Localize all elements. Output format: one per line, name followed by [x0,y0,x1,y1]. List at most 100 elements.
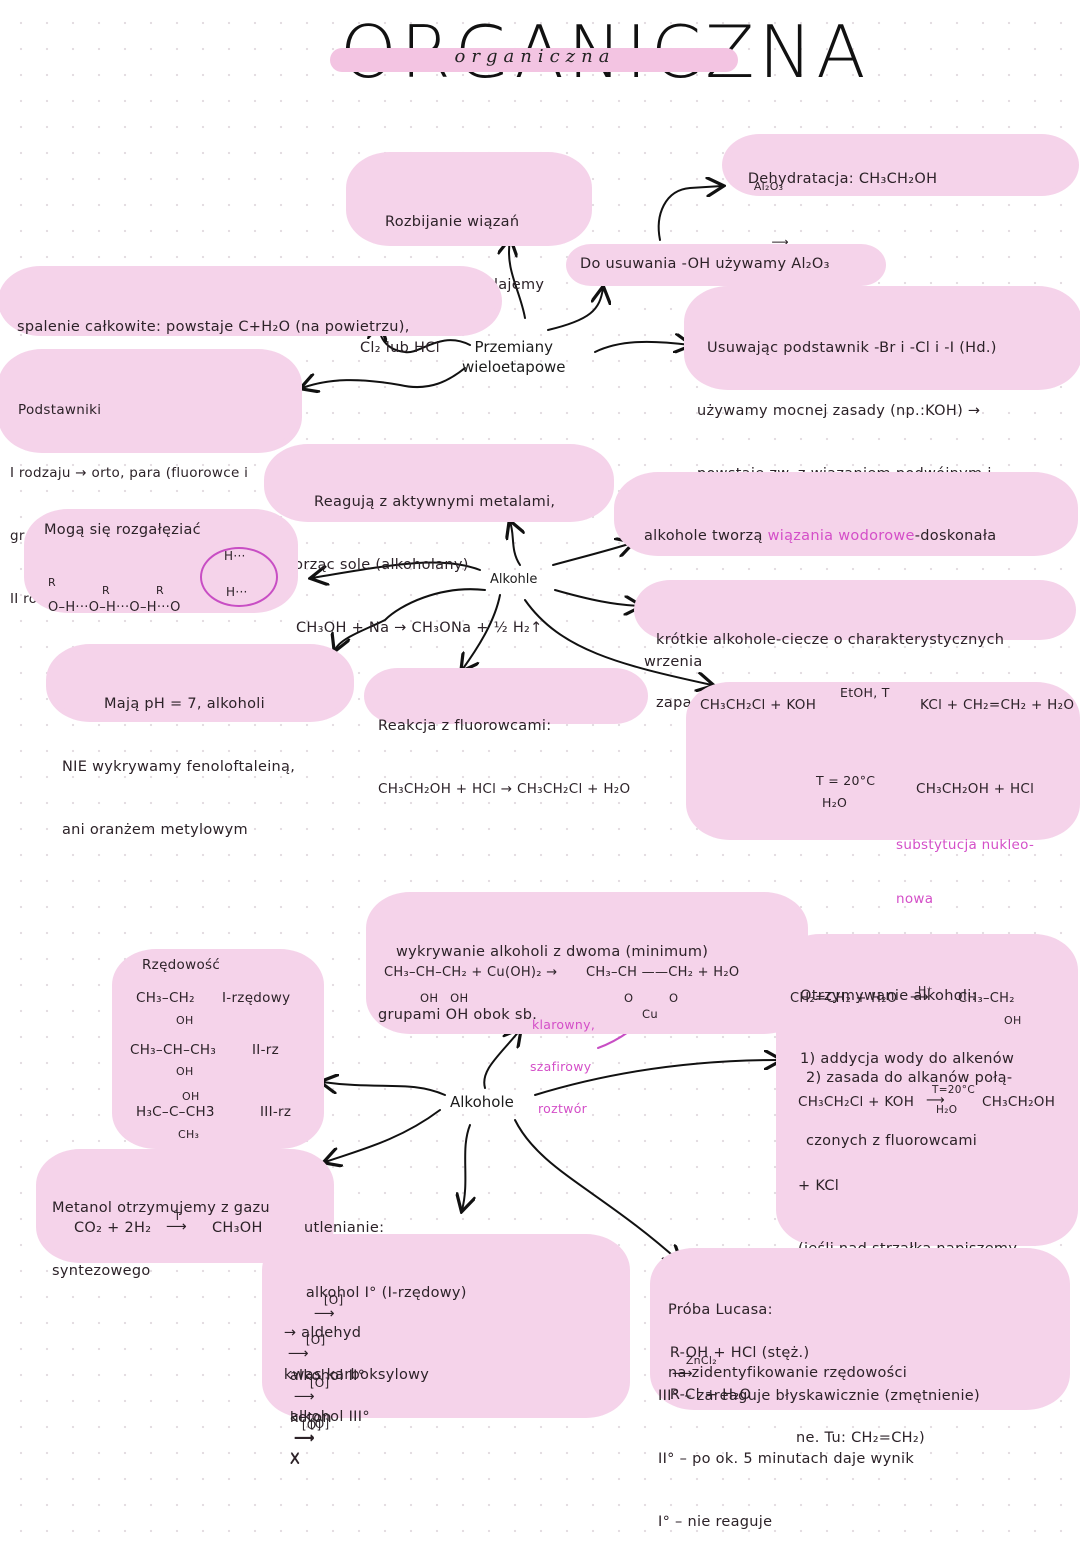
rzedowosc-label-2: II-rz [252,1042,279,1058]
highlight-term: wiązania wodorowe [767,528,915,544]
koh-reactants: CH₃CH₂Cl + KOH [700,697,817,713]
highlight-blob [690,292,1076,384]
rzedowosc-oh-2: OH [176,1065,194,1078]
highlight-blob [270,450,608,516]
highlight-blob [42,1155,328,1257]
utlenianie-row-4: alkohol III° [O]⟶ X [289,1409,370,1467]
note-line: I° – nie reaguje [658,1514,773,1530]
highlight-blob [4,355,296,447]
note-text: keton [289,1410,332,1426]
note-line: Usuwając podstawnik -Br i -Cl i -I (Hd.) [707,340,997,356]
note-line: Reagują z aktywnymi metalami, [314,494,556,510]
note-text: R-Cl + H₂O [669,1387,752,1403]
note-line: Cl₂ lub HCl [360,340,440,356]
note-line: ani oranżem metylowym [62,822,248,838]
oxidation-label: [O] [309,1417,330,1431]
highlight-blob [572,250,880,280]
metanol-eq-left: CO₂ + 2H₂ [74,1220,152,1236]
rzedowosc-title: Rzędowość [142,957,221,973]
note-maja-ph: Mają pH = 7, alkoholi NIE wykrywamy feno… [62,652,295,862]
catalyst-label: Al₂O₃ [753,180,784,193]
rzedowosc-formula-3: H₃C–C–CH3 [136,1104,215,1120]
note-substytucja: substytucja nukleo- nowa [896,800,1034,926]
highlight-circle [200,547,278,607]
note-line: wykrywanie alkoholi z dwoma (minimum) [396,944,709,960]
title-script: organiczna [454,46,616,67]
rzedowosc-label-3: III-rz [260,1104,292,1120]
koh-product-bottom: CH₃CH₂OH + HCl [916,781,1035,797]
note-line: (jeśli nad strzałką napiszemy [798,1241,1018,1257]
otrzymywanie-product: CH₃–CH₂ [958,991,1015,1006]
note-line: krótkie alkohole-ciecze o charakterystyc… [656,632,1005,648]
note-metanol: Metanol otrzymujemy z gazu syntezowego [52,1156,270,1303]
note-line: Podstawniki [18,402,102,418]
metanol-eq-cond: T [174,1210,182,1223]
note-reakcja-fluor: Reakcja z fluorowcami: CH₃CH₂OH + HCl → … [378,674,630,821]
note-text: alkohol III° [289,1409,370,1425]
oxidation-label: [O] [301,1418,322,1432]
otrzymywanie-arrow: ⟶ [910,990,929,1005]
rzedowosc-oh-3: OH [182,1090,200,1103]
oxidation-label: [O] [309,1376,330,1390]
note-line: na zidentyfikowanie rzędowości [668,1365,908,1381]
highlight-blob [782,940,1072,1240]
note-text: alkohol I° (I-rzędowy) [305,1285,467,1301]
otrzymywanie-catalyst: H⁺ [918,984,933,997]
utlenianie-row-2: → aldehyd [O]⟶ kwas karboksylowy [283,1325,430,1383]
note-line: 1) addycja wody do alkenów [800,1051,1015,1067]
highlight-blob [268,1240,624,1412]
note-otrzymywanie-2: 2) zasada do alkanów połą- czonych z flu… [806,1026,1012,1173]
hub-alkohle: Alkohle [490,572,538,587]
note-text: → aldehyd [283,1325,362,1341]
metanol-eq-right: CH₃OH [212,1220,263,1236]
note-do-usuwania: Do usuwania -OH używamy Al₂O₃ [580,256,830,272]
note-line: Reakcja z fluorowcami: [378,718,552,734]
note-line: roztwór [538,1101,588,1116]
rzedowosc-label-1: I-rzędowy [222,990,291,1006]
highlight-blob [620,478,1072,550]
koh-condition-bottom-solvent: H₂O [822,795,848,810]
note-line: klarowny, [532,1017,596,1032]
note-line: syntezowego [52,1263,151,1279]
note-line: CH₃OH + Na → CH₃ONa + ½ H₂↑ [296,620,543,636]
rzedowosc-oh-1: OH [176,1014,194,1027]
utlenianie-row-1: alkohol I° (I-rzędowy) [O]⟶ [305,1285,467,1322]
otrzymywanie-eq: CH₂=CH₂ + H₂O [790,991,898,1006]
rzedowosc-formula-1: CH₃–CH₂ [136,990,195,1006]
highlight-blob [52,650,348,716]
h-bond-r: R [48,576,56,589]
h-bond-chain: O–H···O–H···O–H···O [48,600,181,615]
note-line: szafirowy [530,1059,592,1074]
note-text: H₂O + [747,276,795,292]
wykrywanie-eq-left-oh: OH OH [420,991,469,1005]
note-line: grupami OH obok sb. [378,1007,538,1023]
note-moga-sie: Mogą się rozgałęziać [44,522,201,538]
note-reaguja: Reagują z aktywnymi metalami, tworząc so… [276,450,555,660]
hub-przemiany: Przemiany wieloetapowe [462,338,566,376]
highlight-blob [372,898,802,1028]
hydrogen-bond-diagram: O–H···O–H···O–H···O [48,555,181,639]
note-line: używamy mocnej zasady (np.:KOH) → [697,403,981,419]
wykrywanie-cu: Cu [642,1007,658,1021]
utlenianie-row-3: alkohol II° [O]⟶ keton [O]⟶ X [289,1368,366,1468]
note-text: X [289,1452,301,1468]
note-text: -doskonała [914,528,997,544]
note-line: NIE wykrywamy fenoloftaleiną, [62,759,296,775]
note-line: ne. Tu: CH₂=CH₂) [796,1430,925,1446]
highlight-blob [4,272,496,330]
lucas-results: III° – zareaguje błyskawicznie (zmętnien… [658,1344,980,1554]
note-line: Metanol otrzymujemy z gazu [52,1200,270,1216]
note-line: wrzenia [644,654,703,670]
otrzymywanie-eq2-cond-bottom: H₂O [936,1104,958,1116]
note-line: Mają pH = 7, alkoholi [104,696,265,712]
highlight-blob [370,674,642,718]
title-highlight-band [330,48,738,72]
wykrywanie-eq-right: CH₃–CH ——CH₂ + H₂O [586,965,740,980]
otrzymywanie-eq2-arrow: ⟶ [926,1093,945,1108]
note-wykrywanie: wykrywanie alkoholi z dwoma (minimum) gr… [378,900,708,1047]
note-line: Otrzymywanie alkoholi: [800,988,977,1004]
otrzymywanie-product-oh: OH [1004,1014,1022,1027]
note-text: R-OH + HCl (stęż.) [669,1345,810,1361]
note-line: substytucja nukleo- [896,837,1035,853]
